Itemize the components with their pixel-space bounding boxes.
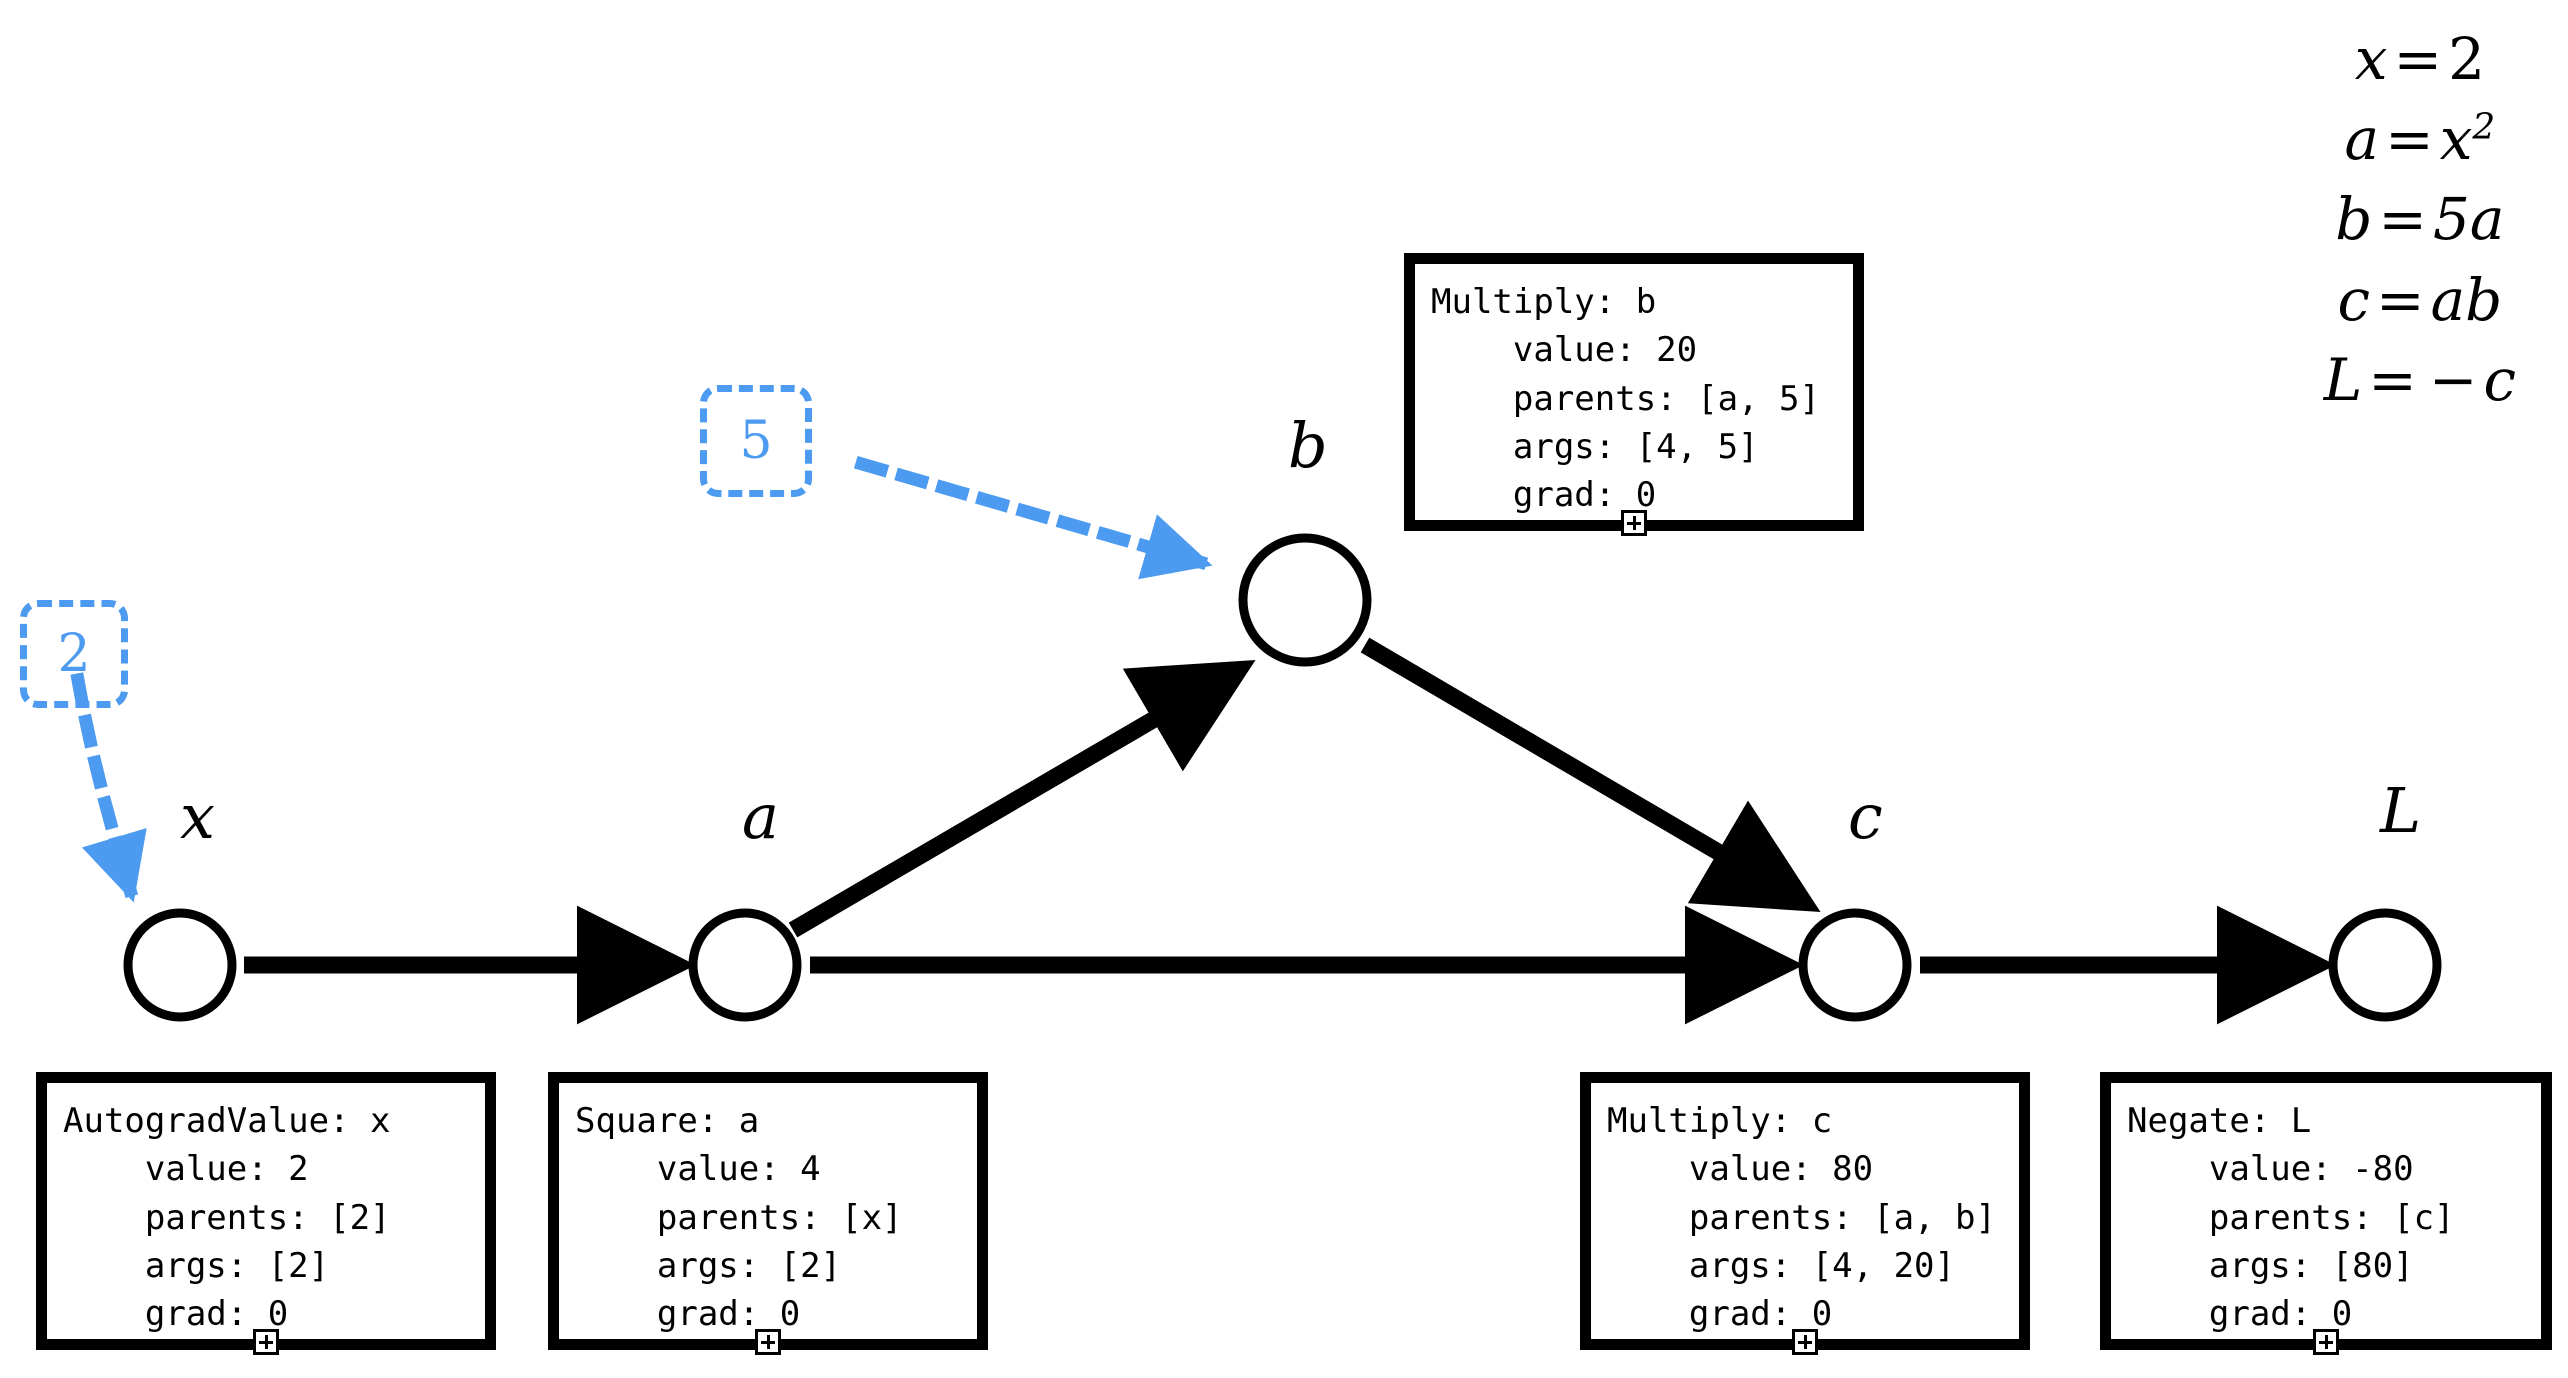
expand-handle-icon-c[interactable] [1792,1329,1818,1355]
expand-handle-icon-x[interactable] [253,1329,279,1355]
info-box-c-text: Multiply: c value: 80 parents: [a, b] ar… [1607,1101,1996,1335]
node-label-a: a [742,780,779,853]
edge-a-to-b [788,660,1256,938]
equation-c-lhs: c [2337,265,2370,334]
node-circle-c[interactable] [1798,908,1912,1022]
equation-b: b=5a [2335,185,2505,254]
node-label-L: L [2380,774,2422,847]
info-box-L-text: Negate: L value: -80 parents: [c] args: … [2127,1101,2455,1335]
node-label-c: c [1848,780,1883,853]
literal-connector-5-to-b [853,455,1213,580]
literal-value-2: 2 [57,624,91,684]
equation-a-lhs: a [2344,105,2380,174]
equation-x-lhs: x [2354,25,2388,93]
literal-box-5[interactable]: 5 [700,385,812,497]
info-box-x[interactable]: AutogradValue: x value: 2 parents: [2] a… [36,1072,496,1355]
expand-handle-icon-L[interactable] [2313,1329,2339,1355]
equation-b-lhs: b [2335,185,2373,254]
info-box-x-text: AutogradValue: x value: 2 parents: [2] a… [63,1101,391,1335]
equation-panel: x=2 a=x2 b=5a c=ab L=−c [2324,22,2516,417]
node-circle-a[interactable] [688,908,802,1022]
info-box-b[interactable]: Multiply: b value: 20 parents: [a, 5] ar… [1404,253,1864,536]
expand-handle-icon-b[interactable] [1621,510,1647,536]
literal-connector-2-to-x [70,672,147,903]
equation-x: x=2 [2354,25,2485,93]
equation-L-lhs: L [2323,345,2363,414]
equation-L-minus-sign: − [2428,345,2478,414]
literal-value-5: 5 [739,411,773,471]
info-box-c[interactable]: Multiply: c value: 80 parents: [a, b] ar… [1580,1072,2030,1355]
node-label-b: b [1288,409,1328,482]
info-box-b-text: Multiply: b value: 20 parents: [a, 5] ar… [1431,282,1820,516]
node-circle-x[interactable] [123,908,237,1022]
equation-c: c=ab [2337,265,2503,334]
info-box-L[interactable]: Negate: L value: -80 parents: [c] args: … [2100,1072,2552,1355]
edge-b-to-c [1360,637,1821,913]
equation-c-rhs: ab [2430,265,2503,334]
info-box-a[interactable]: Square: a value: 4 parents: [x] args: [2… [548,1072,988,1355]
equation-a-rhs-base: x [2439,105,2473,174]
node-circle-L[interactable] [2328,908,2442,1022]
expand-handle-icon-a[interactable] [755,1329,781,1355]
equation-b-rhs: 5a [2433,185,2505,254]
info-box-a-text: Square: a value: 4 parents: [x] args: [2… [575,1101,903,1335]
equation-L-rhs: c [2483,345,2516,414]
literal-box-2[interactable]: 2 [20,600,128,708]
equation-a: a=x2 [2344,105,2496,174]
equation-L: L=−c [2323,345,2516,414]
node-label-x: x [180,780,215,853]
node-circle-b[interactable] [1238,533,1372,667]
equation-a-rhs-exponent: 2 [2472,106,2496,148]
equation-x-rhs: 2 [2448,25,2485,93]
